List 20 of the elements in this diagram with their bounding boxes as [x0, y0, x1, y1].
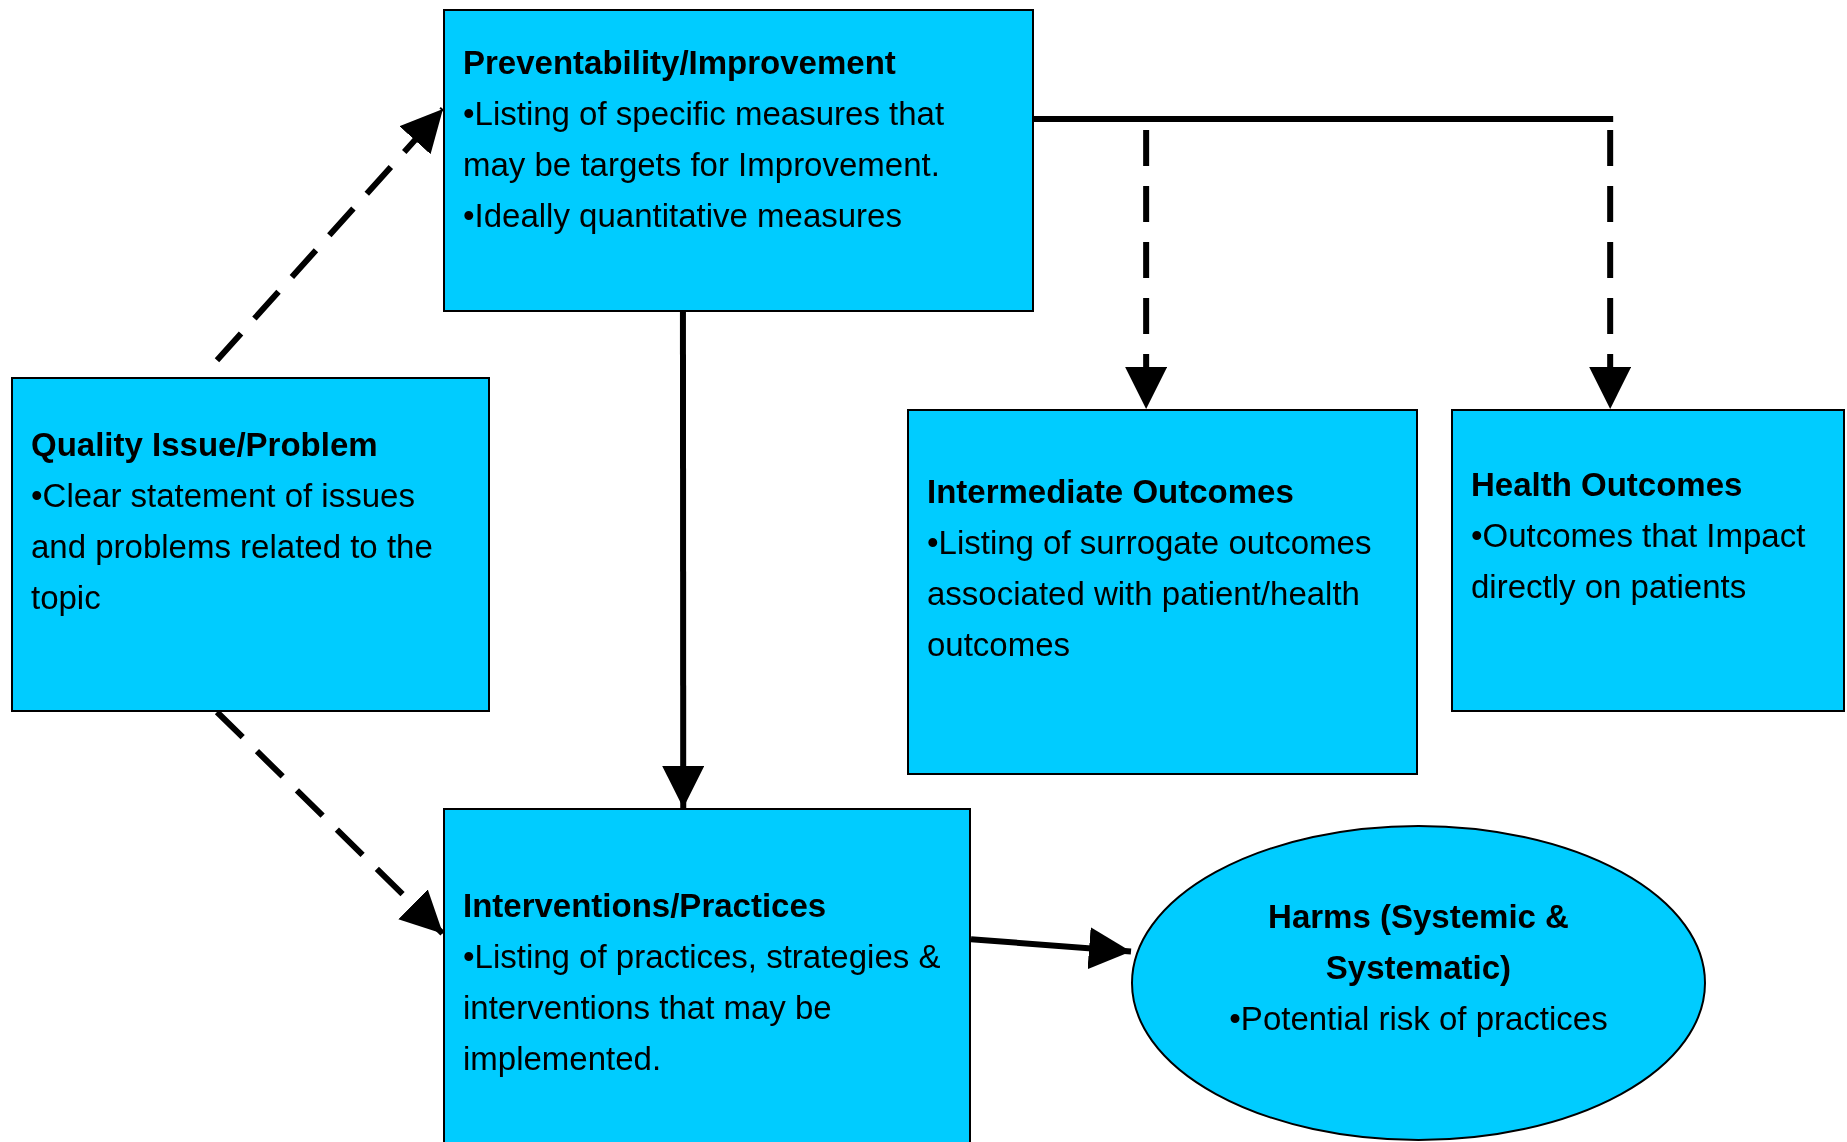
process-box — [1451, 409, 1845, 712]
box-heading: Harms (Systemic & Systematic) — [1267, 896, 1570, 988]
arrow — [662, 312, 705, 808]
bullet-text: •Listing of surrogate outcomes associated with patient/health outcomes — [927, 523, 1373, 665]
bullet-text: •Ideally quantitative measures — [463, 196, 903, 236]
process-box — [907, 409, 1418, 775]
bullet-text: •Listing of practices, strategies & interventions that may be implemented. — [463, 937, 942, 1079]
bullet-text: •Potential risk of practices — [1229, 998, 1608, 1039]
box-heading: Preventability/Improvement — [463, 43, 897, 83]
process-box — [11, 377, 490, 712]
box-heading: Intermediate Outcomes — [927, 472, 1295, 512]
box-heading: Quality Issue/Problem — [31, 425, 379, 465]
bullet-text: •Listing of specific measures that may be targets for Improvement. — [463, 94, 946, 185]
box-heading: Interventions/Practices — [463, 886, 828, 926]
box-heading: Health Outcomes — [1471, 465, 1744, 505]
bullet-text: •Clear statement of issues and problems related to the topic — [31, 476, 434, 618]
process-box — [443, 808, 971, 1142]
bullet-text: •Outcomes that Impact directly on patients — [1471, 516, 1807, 607]
arrow — [970, 927, 1132, 970]
process-box — [443, 9, 1034, 312]
